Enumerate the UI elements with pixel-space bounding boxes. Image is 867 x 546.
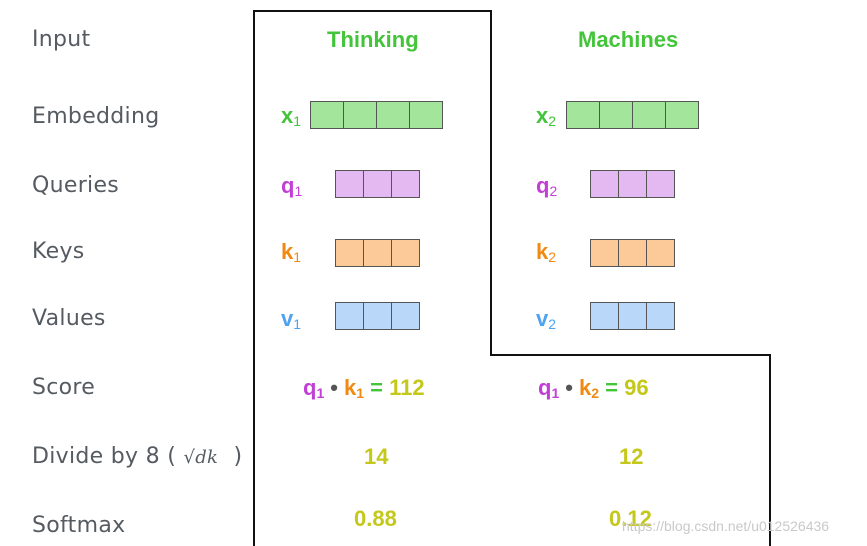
value-vector-v1: [335, 302, 420, 330]
word-thinking: Thinking: [327, 27, 419, 52]
word-machines: Machines: [578, 27, 679, 52]
row-label-keys: Keys: [32, 239, 85, 264]
k1-label: k1: [281, 239, 302, 265]
sqrt-dk-symbol: √dk: [183, 447, 219, 468]
key-vector-k1: [335, 239, 420, 267]
softmax-machines: 0.12: [609, 506, 652, 531]
embedding-vector-x1: [310, 101, 443, 129]
score-machines: q1•k2 = 96: [538, 375, 649, 401]
x2-label: x2: [536, 103, 557, 129]
divide-label-close: ): [233, 444, 243, 469]
divided-score-machines: 12: [619, 444, 644, 469]
key-vector-k2: [590, 239, 675, 267]
divided-score-thinking: 14: [364, 444, 389, 469]
k2-label: k2: [536, 239, 557, 265]
row-label-values: Values: [32, 306, 106, 331]
watermark: https://blog.csdn.net/u012526436: [622, 518, 830, 534]
query-vector-q1: [335, 170, 420, 198]
v1-label: v1: [281, 306, 302, 332]
row-label-divide: Divide by 8 ( √dk ): [32, 444, 242, 469]
row-label-queries: Queries: [32, 173, 120, 198]
row-label-input: Input: [32, 27, 91, 52]
v2-label: v2: [536, 306, 557, 332]
score-thinking: q1•k1 = 112: [303, 375, 425, 401]
query-vector-q2: [590, 170, 675, 198]
row-label-score: Score: [32, 375, 96, 400]
x1-label: x1: [281, 103, 302, 129]
row-label-softmax: Softmax: [32, 513, 126, 538]
q1-label: q1: [281, 173, 303, 199]
q2-label: q2: [536, 173, 558, 199]
value-vector-v2: [590, 302, 675, 330]
divide-label-text: Divide by 8 (: [32, 444, 177, 469]
embedding-vector-x2: [566, 101, 699, 129]
row-label-embedding: Embedding: [32, 104, 160, 129]
softmax-thinking: 0.88: [354, 506, 397, 531]
